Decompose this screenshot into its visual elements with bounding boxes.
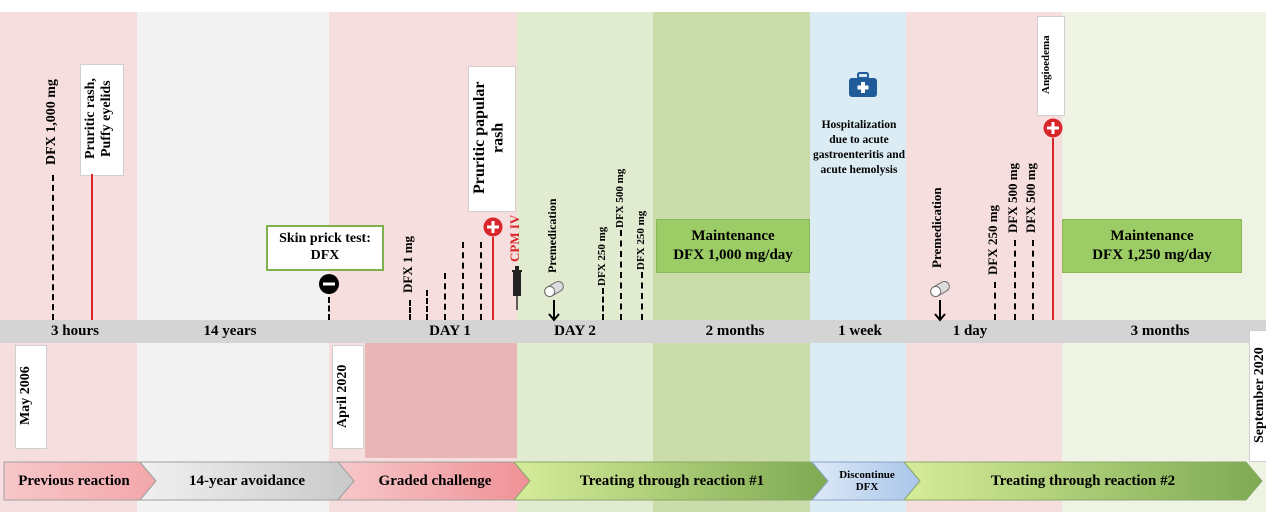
segment-label-2-months: 2 months — [705, 323, 765, 339]
panel-treating1-day2 — [517, 12, 653, 512]
day2-dose-line-3 — [641, 272, 643, 320]
event-dfx-1mg: DFX 1 mg — [400, 235, 415, 293]
event-dfx-1000mg: DFX 1,000 mg — [44, 79, 59, 165]
dose-line-3 — [444, 273, 446, 320]
papular-rash-box — [468, 66, 516, 212]
segment-label-day-2: DAY 2 — [554, 323, 596, 339]
maintenance-2-dose: DFX 1,250 mg/day — [1092, 247, 1212, 263]
event-pruritic-rash: Pruritic rash, Puffy eyelids — [83, 78, 115, 160]
phase-arrows — [3, 461, 1263, 501]
event-day2-dfx-250mg-b: DFX 250 mg — [635, 210, 647, 270]
segment-label-14-years: 14 years — [203, 323, 257, 339]
date-may-2006: May 2006 — [18, 366, 33, 426]
reaction-plus-icon — [483, 217, 503, 237]
maintenance-box-1: Maintenance DFX 1,000 mg/day — [656, 219, 810, 273]
day2-dose-line-2 — [620, 230, 622, 320]
segment-label-day-1: DAY 1 — [429, 323, 471, 339]
pill-icon — [544, 281, 564, 297]
segment-label-3-hours: 3 hours — [51, 323, 99, 339]
day3-dose-line-3 — [1032, 240, 1034, 320]
phase-discontinue-dfx: Discontinue DFX — [839, 468, 895, 493]
negative-result-icon — [319, 274, 339, 294]
phase-graded-challenge: Graded challenge — [378, 472, 492, 489]
timeline-bar — [0, 320, 1266, 343]
arrow-treating2 — [902, 461, 1263, 501]
down-arrow-icon-2 — [934, 300, 946, 322]
event-day2-dfx-500mg: DFX 500 mg — [614, 168, 626, 228]
day3-dose-line-1 — [994, 282, 996, 320]
angioedema-line — [1052, 138, 1054, 320]
event-cpm-iv: CPM IV — [507, 214, 522, 262]
date-box-september-2020 — [1249, 330, 1266, 462]
segment-label-1-day: 1 day — [952, 323, 988, 339]
event-pruritic-papular-rash: Pruritic papular rash — [471, 81, 507, 195]
maintenance-1-title: Maintenance — [691, 227, 775, 244]
date-box-may-2006 — [15, 345, 47, 449]
rash-box — [80, 64, 124, 176]
event-dfx-1000mg-line — [52, 175, 54, 320]
angioedema-box — [1037, 16, 1065, 116]
day3-dose-line-2 — [1014, 240, 1016, 320]
pill-icon-2 — [930, 281, 950, 297]
event-premedication-2: Premedication — [929, 187, 944, 269]
segment-label-3-months: 3 months — [1130, 323, 1190, 339]
event-day3-dfx-500mg-a: DFX 500 mg — [1005, 162, 1020, 234]
day2-dose-line-1 — [602, 288, 604, 320]
phase-treating-through-reaction-1: Treating through reaction #1 — [579, 472, 765, 489]
first-aid-kit-icon — [849, 72, 877, 97]
syringe-icon — [512, 266, 522, 310]
skin-test-line — [328, 297, 330, 320]
phase-treating-through-reaction-2: Treating through reaction #2 — [990, 472, 1176, 489]
event-premedication-1: Premedication — [545, 198, 559, 274]
phase-previous-reaction: Previous reaction — [18, 472, 130, 489]
skin-prick-test-box: Skin prick test: DFX — [266, 225, 384, 271]
panel-day1-highlight — [365, 343, 517, 458]
event-rash-line — [91, 174, 93, 320]
maintenance-2-title: Maintenance — [1110, 227, 1194, 244]
event-hospitalization: Hospitalization due to acute gastroenter… — [812, 119, 906, 176]
dose-line-5 — [480, 242, 482, 320]
event-day2-dfx-250mg-a: DFX 250 mg — [596, 226, 608, 286]
dose-line-2 — [426, 290, 428, 320]
maintenance-1-dose: DFX 1,000 mg/day — [673, 247, 793, 263]
dose-line-4 — [462, 242, 464, 320]
papular-rash-line — [492, 237, 494, 320]
date-box-april-2020 — [332, 345, 364, 449]
dose-line-1 — [409, 300, 411, 320]
date-april-2020: April 2020 — [335, 364, 350, 428]
date-september-2020: September 2020 — [1252, 347, 1266, 443]
phase-avoidance: 14-year avoidance — [189, 472, 305, 489]
event-day3-dfx-500mg-b: DFX 500 mg — [1023, 162, 1038, 234]
panel-treating2-day — [906, 12, 1062, 512]
segment-label-1-week: 1 week — [838, 323, 882, 339]
maintenance-box-2: Maintenance DFX 1,250 mg/day — [1062, 219, 1242, 273]
down-arrow-icon — [548, 300, 560, 322]
event-day3-dfx-250mg: DFX 250 mg — [985, 204, 1000, 276]
event-angioedema: Angioedema — [1040, 35, 1052, 95]
reaction-plus-icon-2 — [1043, 118, 1063, 138]
